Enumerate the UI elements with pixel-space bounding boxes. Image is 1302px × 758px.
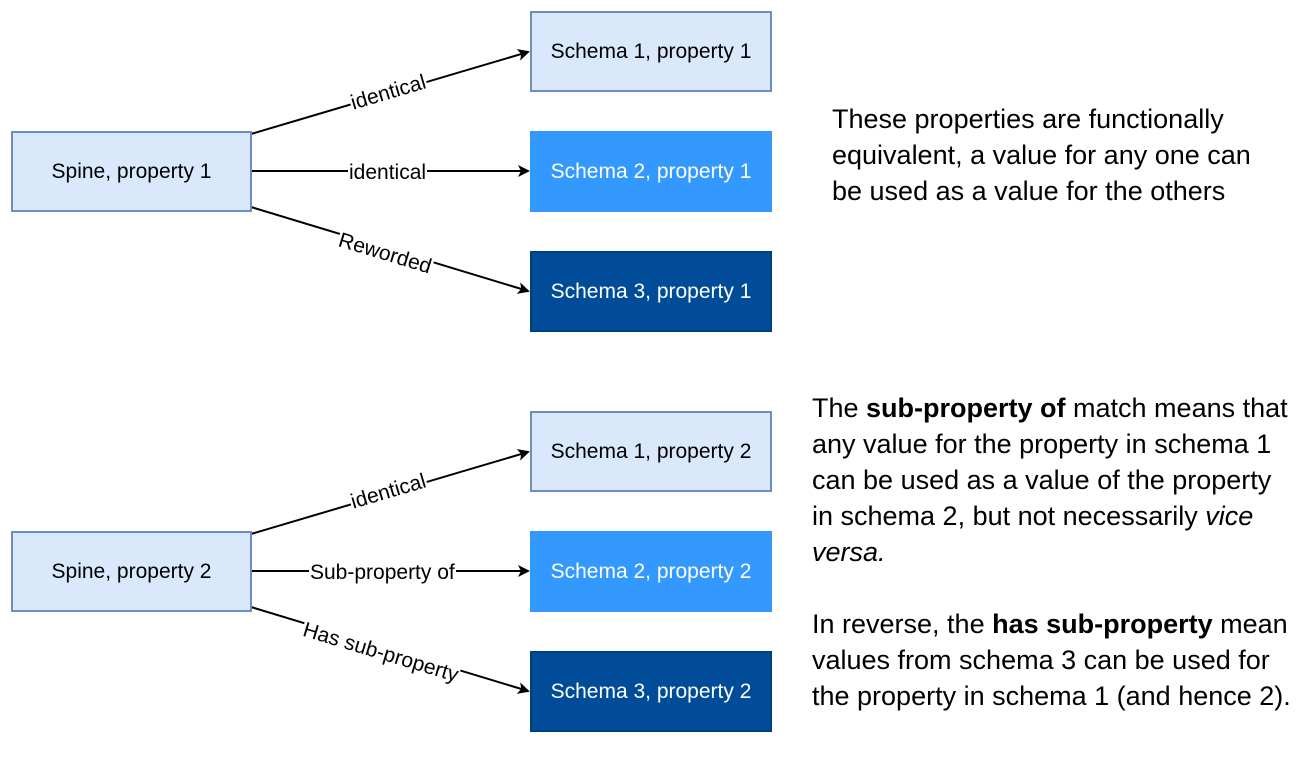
vice-versa-term: vice versa.	[812, 501, 1254, 567]
sub-property-note: The sub-property of match means that any…	[812, 390, 1298, 714]
has-sub-property-paragraph: In reverse, the has sub-property mean va…	[812, 609, 1291, 711]
spine-property-2-node[interactable]: Spine, property 2	[11, 531, 252, 612]
schema-3-property-1-node[interactable]: Schema 3, property 1	[530, 251, 772, 332]
sub-property-of-paragraph: The sub-property of match means that any…	[812, 393, 1288, 567]
schema-3-property-2-node[interactable]: Schema 3, property 2	[530, 651, 772, 732]
equivalence-note-text: These properties are functionally equiva…	[832, 104, 1251, 206]
schema-2-property-1-node[interactable]: Schema 2, property 1	[530, 131, 772, 212]
edge-label-2-2: Sub-property of	[309, 561, 456, 584]
schema-1-property-1-node[interactable]: Schema 1, property 1	[530, 11, 772, 92]
equivalence-note: These properties are functionally equiva…	[832, 101, 1282, 209]
edge-label-1-2: identical	[348, 161, 428, 184]
has-sub-property-term: has sub-property	[992, 609, 1213, 639]
schema-2-property-2-node[interactable]: Schema 2, property 2	[530, 531, 772, 612]
sub-property-of-term: sub-property of	[866, 393, 1066, 423]
schema-1-property-2-node[interactable]: Schema 1, property 2	[530, 411, 772, 492]
spine-property-1-node[interactable]: Spine, property 1	[11, 131, 252, 212]
